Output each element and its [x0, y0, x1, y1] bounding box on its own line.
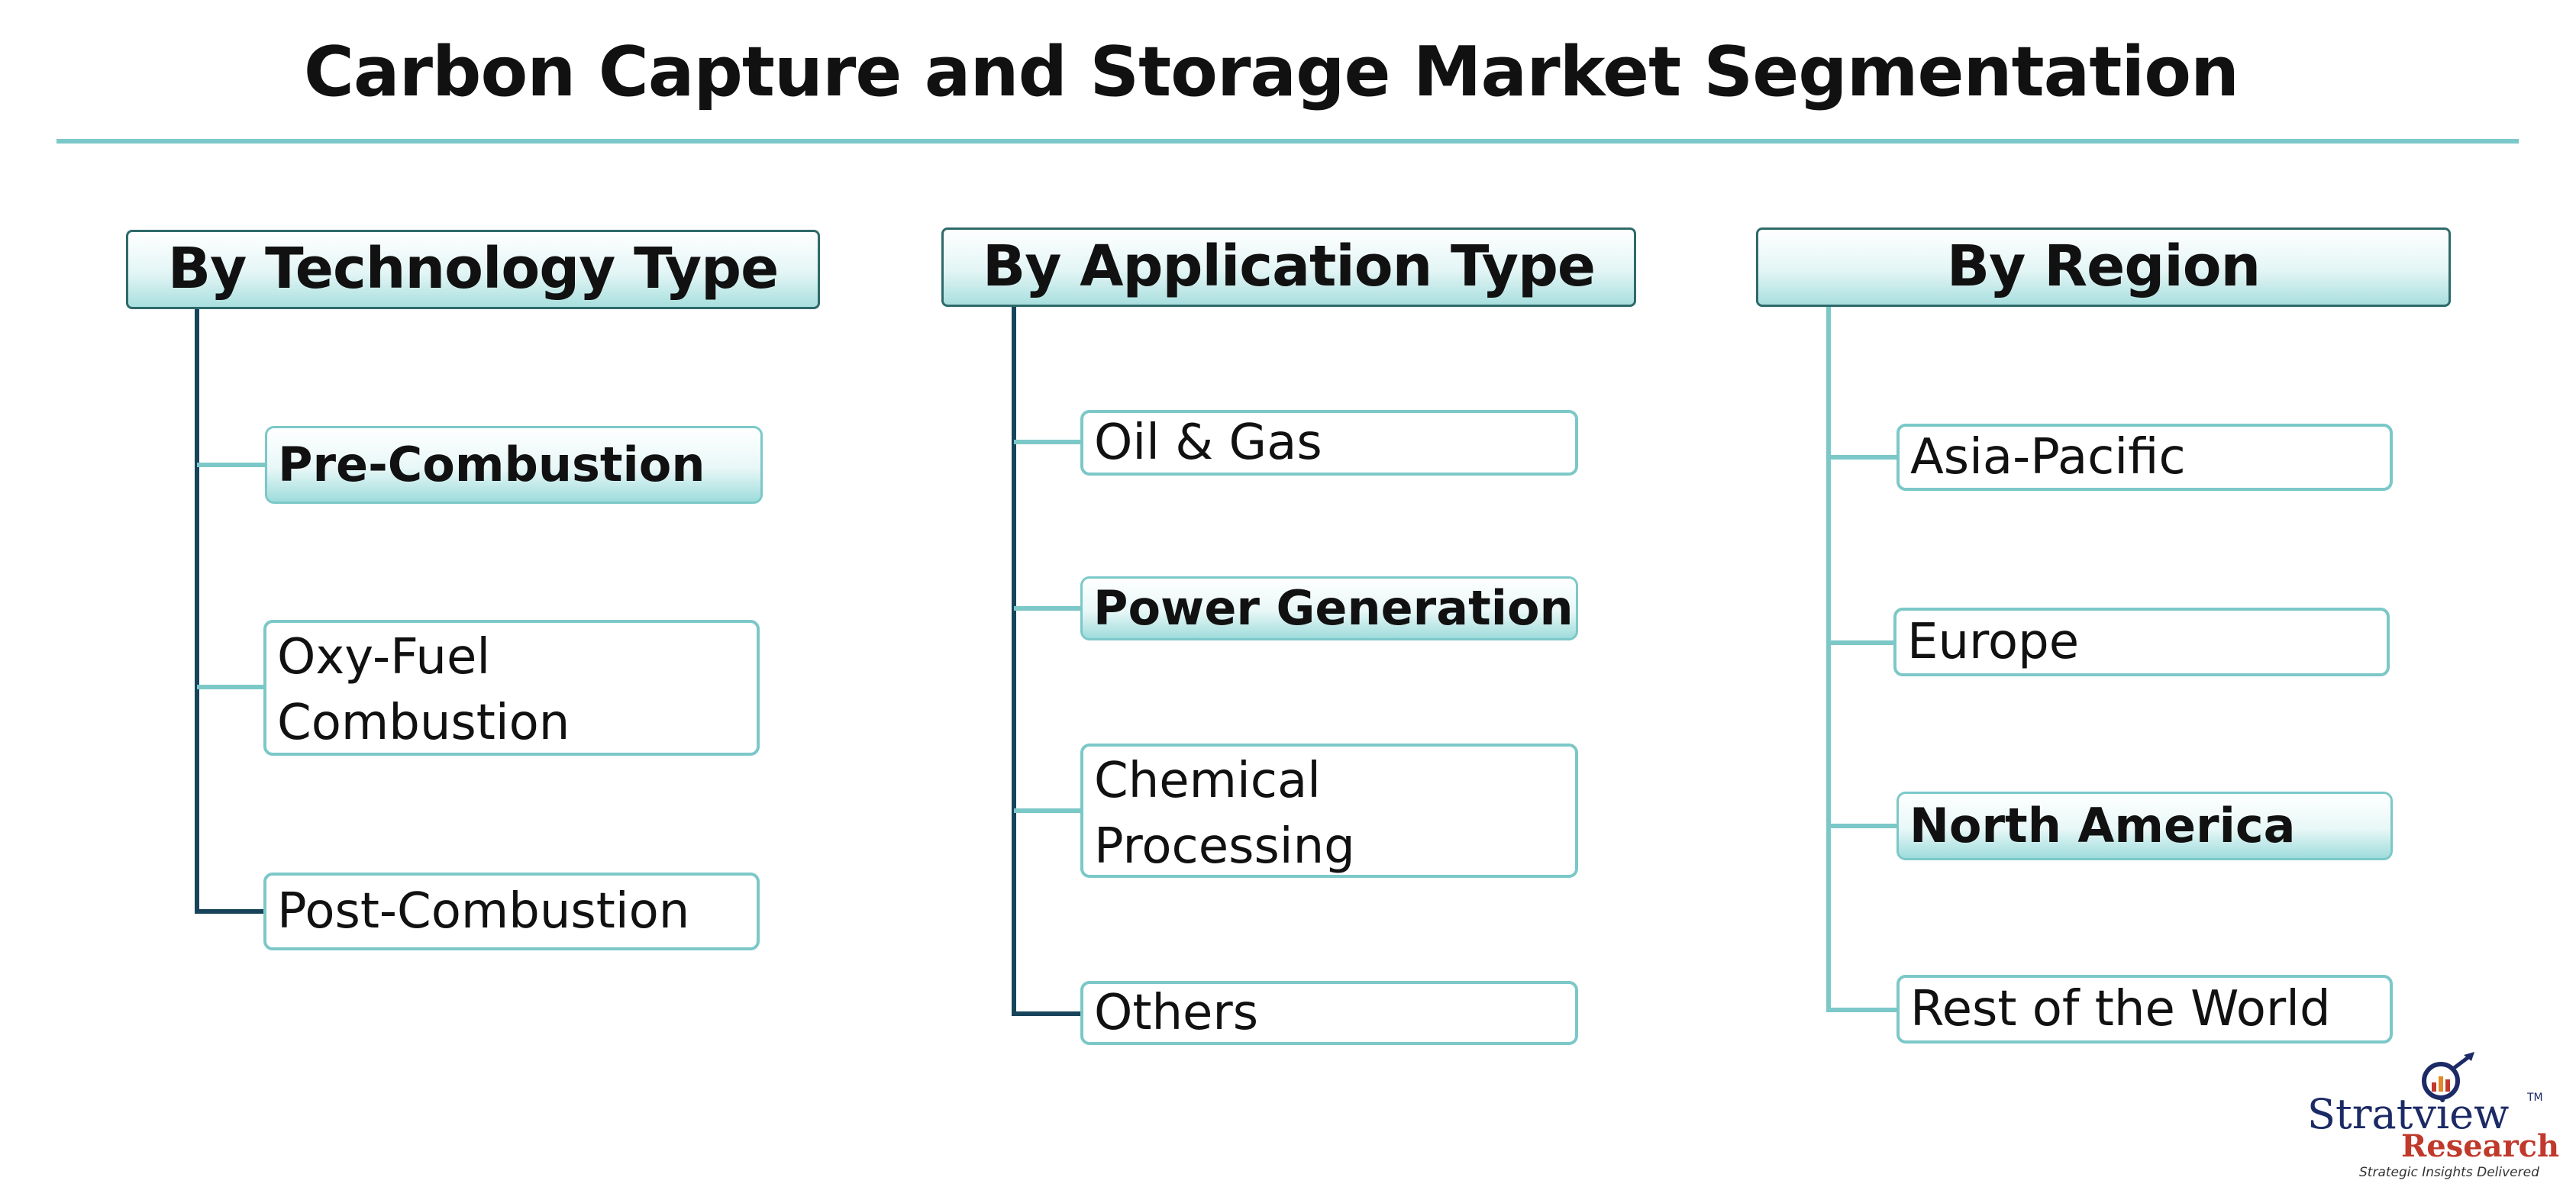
segment-oil-gas: Oil & Gas: [1080, 410, 1578, 476]
segment-others: Others: [1080, 981, 1578, 1045]
segment-rest-of-the-world: Rest of the World: [1896, 975, 2393, 1044]
segment-oxy-fuel-combustion: Oxy-Fuel Combustion: [263, 620, 760, 756]
connector-branch: [1829, 824, 1901, 828]
connector-branch: [1829, 1008, 1901, 1012]
connector-branch: [1014, 606, 1084, 611]
logo-tagline: Strategic Insights Delivered: [2359, 1165, 2539, 1180]
connector-branch: [1829, 455, 1901, 460]
stratview-logo: Stratview TM Research Strategic Insights…: [2298, 1052, 2559, 1189]
connector-branch: [1014, 440, 1084, 444]
logo-name: Stratview: [2307, 1090, 2510, 1138]
title-underline: [56, 139, 2519, 144]
connector-vertical: [1012, 307, 1016, 1016]
segment-power-generation: Power Generation: [1080, 576, 1578, 640]
segment-europe: Europe: [1893, 608, 2390, 676]
logo-sub: Research: [2401, 1128, 2560, 1164]
header-application-type: By Application Type: [941, 227, 1636, 307]
connector-branch: [197, 685, 267, 689]
connector-branch: [1012, 1011, 1084, 1016]
diagram-title: Carbon Capture and Storage Market Segmen…: [303, 32, 2239, 112]
segment-post-combustion: Post-Combustion: [263, 873, 760, 950]
segment-pre-combustion: Pre-Combustion: [265, 426, 763, 504]
connector-vertical: [1826, 306, 1831, 1012]
connector-vertical: [195, 309, 199, 914]
segment-asia-pacific: Asia-Pacific: [1896, 424, 2393, 491]
segment-chemical-processing: Chemical Processing: [1080, 744, 1578, 878]
segment-north-america: North America: [1896, 792, 2393, 860]
connector-branch: [1014, 808, 1084, 813]
header-region: By Region: [1756, 227, 2451, 307]
connector-branch: [197, 463, 267, 467]
connector-branch: [195, 909, 267, 914]
header-technology-type: By Technology Type: [126, 230, 820, 309]
magnifier-chart-icon: [2422, 1052, 2474, 1100]
logo-trademark: TM: [2527, 1092, 2543, 1104]
connector-branch: [1829, 640, 1901, 645]
